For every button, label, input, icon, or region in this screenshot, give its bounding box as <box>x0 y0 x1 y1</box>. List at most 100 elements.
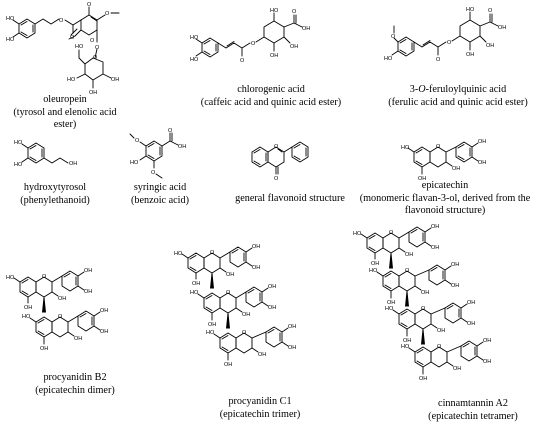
oh-label: HO <box>6 16 15 22</box>
oh-label: HO <box>466 7 475 13</box>
oh-label: OH <box>451 262 459 268</box>
compound-name: hydroxytyrosol <box>23 182 87 193</box>
carbonyl-oxygen-label: O <box>87 2 92 8</box>
ester-oxygen-label: O <box>447 40 452 46</box>
hydroxytyrosol-structure: HO HO OH <box>10 136 100 178</box>
procyanidin-b2-structure: HO OH O OH OH OH HO OH O OH OH OH <box>2 260 152 368</box>
oh-label: HO <box>130 160 139 166</box>
hydroxytyrosol-caption: hydroxytyrosol (phenylethanoid) <box>5 182 105 207</box>
chlorogenic-acid-caption: chlorogenic acid (caffeic acid and quini… <box>176 84 366 109</box>
oh-label: OH <box>371 261 379 267</box>
compound-description: (caffeic acid and quinic acid ester) <box>200 96 342 108</box>
compound-name: epicatechin <box>421 180 469 191</box>
carbonyl-oxygen-label: O <box>436 57 441 63</box>
ring-oxygen-label: O <box>436 144 441 150</box>
oh-label: OH <box>178 144 186 150</box>
ring-oxygen-label: O <box>274 144 279 150</box>
ring-oxygen-label: O <box>389 230 394 236</box>
oh-label: OH <box>100 329 108 335</box>
ring-oxygen-label: O <box>93 55 98 61</box>
ring-oxygen-label: O <box>105 11 110 17</box>
compound-name: chlorogenic acid <box>237 84 305 95</box>
oh-label: OH <box>40 346 48 352</box>
oh-label: HO <box>6 275 15 281</box>
oh-label: OH <box>451 283 459 289</box>
oh-label: HO <box>22 314 31 320</box>
compound-name: oleuropein <box>43 94 87 105</box>
oh-label: OH <box>419 376 427 382</box>
methoxy-oxygen-label: O <box>135 138 140 144</box>
carbonyl-oxygen-label: O <box>488 8 493 14</box>
compound-name: general flavonoid structure <box>235 193 345 204</box>
oh-label: OH <box>226 272 234 278</box>
oh-label: OH <box>242 312 250 318</box>
oh-label: HO <box>353 231 362 237</box>
oh-label: HO <box>174 251 183 257</box>
epicatechin-caption: epicatechin (monomeric flavan-3-ol, deri… <box>340 180 550 218</box>
compound-name: procyanidin B2 <box>43 372 107 383</box>
oh-label: OH <box>208 322 216 328</box>
methoxy-oxygen-label: O <box>391 34 396 40</box>
oh-label: OH <box>387 300 395 306</box>
oh-label: OH <box>84 268 92 274</box>
oh-label: OH <box>111 77 119 83</box>
oh-label: OH <box>431 245 439 251</box>
oh-label: OH <box>453 366 461 372</box>
oh-label: OH <box>452 166 460 172</box>
oh-label: HO <box>401 344 410 350</box>
oh-label: OH <box>486 43 494 49</box>
flavonoid-caption: general flavonoid structure <box>228 193 352 206</box>
oh-label: OH <box>483 338 491 344</box>
oh-label: OH <box>268 305 276 311</box>
oh-label: OH <box>421 290 429 296</box>
oh-label: HO <box>206 330 215 336</box>
ring-oxygen-label: O <box>405 268 410 274</box>
oh-label: OH <box>431 224 439 230</box>
oh-label: OH <box>288 345 296 351</box>
oh-label: HO <box>190 35 199 41</box>
oh-label: OH <box>192 281 200 287</box>
oh-label: OH <box>466 52 474 58</box>
ester-oxygen-label: O <box>59 18 64 24</box>
oh-label: HO <box>190 57 199 63</box>
compound-description: flavonoid structure) <box>404 205 486 216</box>
compound-name: syringic acid <box>133 182 187 193</box>
oh-label: OH <box>437 328 445 334</box>
oh-label: HO <box>6 37 15 43</box>
syringic-acid-caption: syringic acid (benzoic acid) <box>110 182 210 207</box>
feruloylquinic-acid-caption: 3-O-feruloylquinic acid (ferulic acid an… <box>366 84 550 109</box>
oh-label: OH <box>418 176 426 182</box>
compound-name: 3-O-feruloylquinic acid <box>409 84 507 95</box>
ring-oxygen-label: O <box>58 314 63 320</box>
flavonoid-structure: O O <box>248 136 328 184</box>
ring-oxygen-label: O <box>210 250 215 256</box>
procyanidin-c1-structure: HO OH O OH OH OH HO OH O OH OH OH <box>170 236 340 386</box>
carbonyl-oxygen-label: O <box>70 35 75 41</box>
compound-name: procyanidin C1 <box>228 396 292 407</box>
oh-label: OH <box>478 160 486 166</box>
cinnamtannin-a2-caption: cinnamtannin A2 (epicatechin tetramer) <box>418 398 528 423</box>
oh-label: OH <box>403 338 411 344</box>
oh-label: OH <box>302 26 310 32</box>
ring-oxygen-label: O <box>226 290 231 296</box>
epicatechin-structure: HO OH O OH OH OH <box>400 130 510 186</box>
ring-oxygen-label: O <box>42 274 47 280</box>
oh-label: OH <box>478 139 486 145</box>
oleuropein-structure: HO HO O O O O O O O HO HO OH OH <box>5 2 155 124</box>
oh-label: OH <box>100 308 108 314</box>
chlorogenic-acid-structure: HO HO O O HO O OH OH OH <box>190 5 350 87</box>
ring-oxygen-label: O <box>437 344 442 350</box>
oh-label: HO <box>14 162 23 168</box>
procyanidin-b2-caption: procyanidin B2 (epicatechin dimer) <box>20 372 130 397</box>
oh-label: OH <box>69 161 77 167</box>
carbonyl-oxygen-label: O <box>168 128 173 134</box>
oh-label: OH <box>24 305 32 311</box>
oh-label: HO <box>75 44 84 50</box>
oh-label: OH <box>483 359 491 365</box>
procyanidin-c1-caption: procyanidin C1 (epicatechin trimer) <box>205 396 315 421</box>
feruloylquinic-acid-structure: O HO O O HO O OH OH OH <box>380 4 540 86</box>
oh-label: OH <box>58 296 66 302</box>
cinnamtannin-a2-structure: HO OH O OH OH OH HO OH O OH OH OH <box>345 218 545 396</box>
oh-label: HO <box>14 140 23 146</box>
compound-description: ester) <box>53 119 77 130</box>
